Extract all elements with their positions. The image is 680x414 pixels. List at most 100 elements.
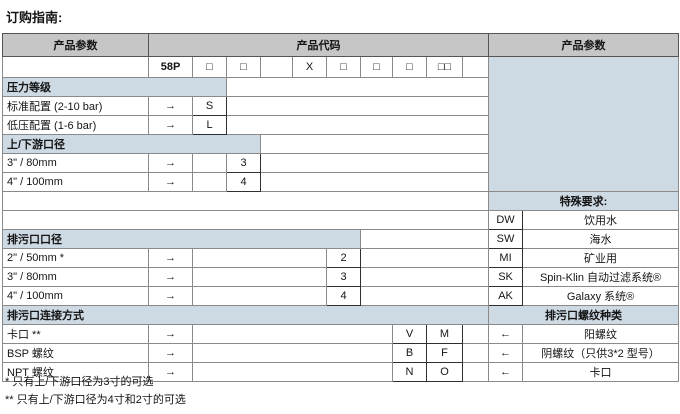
- empty-cell: [461, 56, 490, 78]
- line-size-section-title: 上/下游口径: [2, 134, 261, 154]
- model-code: 58P: [148, 56, 193, 78]
- pressure-section-row: 压力等级: [2, 77, 679, 97]
- thread-type-label: 阴螺纹（只供3*2 型号）: [522, 343, 680, 363]
- empty-cell: [461, 343, 490, 363]
- pressure-code: S: [192, 96, 227, 116]
- line-size-label: 3" / 80mm: [2, 153, 149, 173]
- right-empty-block: [488, 56, 680, 192]
- drain-size-row: 2" / 50mm * → 2 MI 矿业用: [2, 248, 680, 268]
- drain-size-code: 2: [326, 248, 361, 268]
- drain-size-code: 4: [326, 286, 361, 306]
- special-label: 饮用水: [522, 210, 680, 230]
- right-arrow-icon: →: [148, 172, 193, 192]
- special-code: SK: [488, 267, 524, 287]
- right-arrow-icon: →: [148, 267, 193, 287]
- empty-cell: [192, 153, 227, 173]
- drain-size-row: 3" / 80mm → 3 SK Spin-Klin 自动过滤系统®: [2, 267, 680, 287]
- pressure-section-title: 压力等级: [2, 77, 227, 97]
- drain-connection-label: BSP 螺纹: [2, 343, 149, 363]
- empty-cell: [192, 362, 393, 382]
- pressure-code: L: [192, 115, 227, 135]
- special-section-title: 特殊要求:: [488, 191, 680, 211]
- drain-size-section-title: 排污口口径: [2, 229, 361, 249]
- thread-type-label: 阳螺纹: [522, 324, 680, 344]
- empty-cell: [225, 96, 490, 116]
- header-left: 产品参数: [2, 33, 149, 57]
- left-arrow-icon: ←: [488, 343, 524, 363]
- special-code: AK: [488, 286, 524, 306]
- drain-connection-code2: O: [426, 362, 463, 382]
- drain-connection-row: 卡口 ** → V M ← 阳螺纹: [2, 324, 680, 344]
- page-title: 订购指南:: [6, 10, 63, 25]
- empty-cell: [1, 191, 490, 211]
- right-arrow-icon: →: [148, 115, 193, 135]
- drain-connection-code1: V: [392, 324, 427, 344]
- special-label: Galaxy 系统®: [522, 286, 680, 306]
- empty-cell: [359, 267, 490, 287]
- special-row: DW 饮用水: [1, 210, 680, 230]
- special-label: 海水: [522, 229, 680, 249]
- special-code: SW: [488, 229, 524, 249]
- special-label: 矿业用: [522, 248, 680, 268]
- empty-cell: [359, 248, 490, 268]
- empty-cell: [192, 343, 393, 363]
- pressure-label: 低压配置 (1-6 bar): [2, 115, 149, 135]
- left-arrow-icon: ←: [488, 324, 524, 344]
- special-code: MI: [488, 248, 524, 268]
- header-right: 产品参数: [488, 33, 680, 57]
- table-header-row: 产品参数 产品代码 产品参数: [2, 33, 680, 57]
- line-size-label: 4" / 100mm: [2, 172, 149, 192]
- empty-cell: [259, 172, 490, 192]
- empty-cell: [225, 77, 490, 97]
- drain-connection-section-title: 排污口连接方式: [1, 305, 490, 325]
- ordering-table: 产品参数 产品代码 产品参数 58P □ □ X □ □ □ □□ 压力等级 标…: [1, 33, 680, 382]
- line-size-section-row: 上/下游口径: [2, 134, 679, 154]
- drain-connection-section-row: 排污口连接方式 排污口螺纹种类: [1, 305, 680, 325]
- drain-size-label: 3" / 80mm: [2, 267, 149, 287]
- empty-cell: [461, 362, 490, 382]
- empty-cell: [192, 267, 327, 287]
- code-box-spare: □: [360, 56, 393, 78]
- left-arrow-icon: ←: [488, 362, 524, 382]
- empty-cell: [259, 153, 490, 173]
- drain-size-label: 4" / 100mm: [2, 286, 149, 306]
- line-size-code: 4: [226, 172, 261, 192]
- pressure-label: 标准配置 (2-10 bar): [2, 96, 149, 116]
- thread-type-label: 卡口: [522, 362, 680, 382]
- drain-connection-label: 卡口 **: [2, 324, 149, 344]
- drain-connection-label: NPT 螺纹: [2, 362, 149, 382]
- empty-cell: [1, 210, 490, 230]
- empty-cell: [359, 229, 490, 249]
- empty-cell: [359, 286, 490, 306]
- code-box-pressure: □: [192, 56, 227, 78]
- empty-cell: [192, 286, 327, 306]
- right-arrow-icon: →: [148, 343, 193, 363]
- code-box-double: □□: [426, 56, 463, 78]
- right-arrow-icon: →: [148, 96, 193, 116]
- drain-size-section-row: 排污口口径 SW 海水: [2, 229, 680, 249]
- special-code: DW: [488, 210, 524, 230]
- line-size-code: 3: [226, 153, 261, 173]
- code-x: X: [292, 56, 327, 78]
- empty-cell: [192, 324, 393, 344]
- drain-size-row: 4" / 100mm → 4 AK Galaxy 系统®: [2, 286, 680, 306]
- right-arrow-icon: →: [148, 362, 193, 382]
- drain-connection-code1: N: [392, 362, 427, 382]
- empty-cell: [461, 324, 490, 344]
- right-arrow-icon: →: [148, 286, 193, 306]
- code-box-line-size: □: [226, 56, 261, 78]
- footnote-2: ** 只有上/下游口径为4寸和2寸的可选: [5, 394, 186, 406]
- drain-size-code: 3: [326, 267, 361, 287]
- pressure-row: 低压配置 (1-6 bar) → L: [2, 115, 679, 135]
- right-arrow-icon: →: [148, 324, 193, 344]
- line-size-row: 4" / 100mm → 4: [2, 172, 679, 192]
- drain-connection-code2: F: [426, 343, 463, 363]
- code-box-drain-size: □: [326, 56, 361, 78]
- product-code-row: 58P □ □ X □ □ □ □□: [2, 56, 680, 192]
- thread-type-section-title: 排污口螺纹种类: [488, 305, 680, 325]
- empty-cell: [192, 172, 227, 192]
- drain-connection-code1: B: [392, 343, 427, 363]
- drain-connection-row: NPT 螺纹 → N O ← 卡口: [2, 362, 680, 382]
- special-section-row: 特殊要求:: [1, 191, 680, 211]
